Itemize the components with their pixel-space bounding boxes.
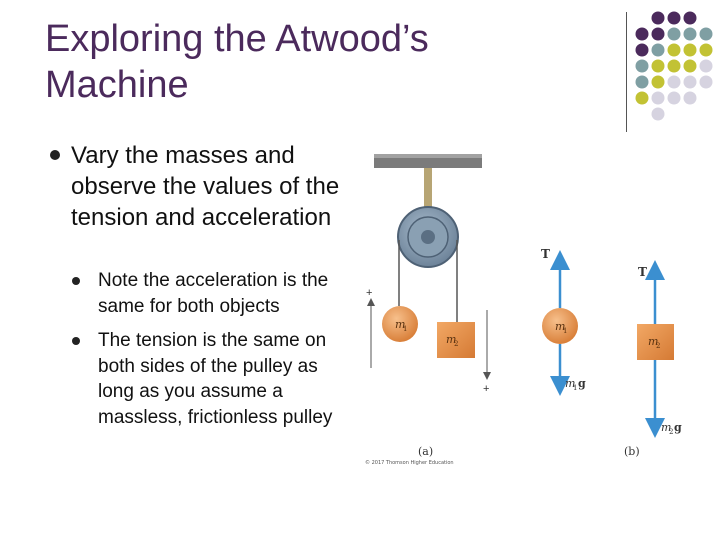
decorative-dot bbox=[651, 107, 665, 121]
decorative-dot bbox=[683, 43, 697, 57]
decorative-dot bbox=[667, 11, 681, 25]
title-line-2: Machine bbox=[45, 64, 189, 106]
pulley-icon bbox=[397, 206, 459, 268]
decorative-dot bbox=[699, 59, 713, 73]
sub-bullet-1-text: Note the acceleration is the same for bo… bbox=[98, 270, 329, 317]
tension-label-1: T bbox=[541, 247, 550, 261]
decorative-dot bbox=[635, 43, 649, 57]
decorative-dot bbox=[651, 11, 665, 25]
weight-1-g: g bbox=[578, 377, 586, 390]
plus-sign-left: + bbox=[366, 287, 372, 299]
copyright-text: © 2017 Thomson Higher Education bbox=[365, 459, 454, 466]
mass-1-ball-fbd bbox=[542, 308, 578, 344]
weight-2-label: m bbox=[661, 421, 671, 434]
weight-1-sub: 1 bbox=[573, 384, 577, 392]
decorative-dot bbox=[699, 27, 713, 41]
mass-1-label: m bbox=[395, 318, 405, 331]
main-bullet-text: Vary the masses and observe the values o… bbox=[71, 142, 340, 231]
pulley-support bbox=[424, 168, 432, 208]
title-divider-line bbox=[626, 12, 627, 132]
weight-1-label: m bbox=[565, 377, 575, 390]
mass-2-sub: 2 bbox=[454, 340, 458, 348]
decorative-dot bbox=[699, 43, 713, 57]
decorative-dot bbox=[683, 59, 697, 73]
mass-2-fbd-sub: 2 bbox=[656, 342, 660, 350]
part-a-label: (a) bbox=[418, 445, 433, 458]
decorative-dot bbox=[635, 59, 649, 73]
decorative-dot-grid bbox=[635, 11, 713, 121]
mass-2-label: m bbox=[446, 333, 456, 346]
page-title: Exploring the Atwood’s Machine bbox=[45, 16, 605, 108]
decorative-dot bbox=[667, 43, 681, 57]
decorative-dot bbox=[651, 27, 665, 41]
weight-2-sub: 2 bbox=[669, 428, 673, 436]
plus-sign-right: + bbox=[483, 383, 489, 395]
mass-2-box bbox=[437, 322, 475, 358]
part-b-label: (b) bbox=[624, 445, 640, 458]
decorative-dot bbox=[667, 59, 681, 73]
bullet-icon bbox=[50, 150, 60, 160]
decorative-dot bbox=[651, 91, 665, 105]
mass-1-ball bbox=[382, 306, 418, 342]
decorative-dot bbox=[667, 27, 681, 41]
mass-2-box-fbd bbox=[637, 324, 674, 360]
mass-1-sub: 1 bbox=[403, 325, 407, 333]
sub-bullet-2-text: The tension is the same on both sides of… bbox=[98, 330, 333, 428]
decorative-dot bbox=[683, 91, 697, 105]
title-line-1: Exploring the Atwood’s bbox=[45, 18, 429, 60]
bullet-icon bbox=[72, 337, 80, 345]
mass-1-fbd-label: m bbox=[555, 320, 565, 333]
decorative-dot bbox=[683, 11, 697, 25]
decorative-dot bbox=[651, 43, 665, 57]
decorative-dot bbox=[667, 91, 681, 105]
decorative-dot bbox=[651, 75, 665, 89]
weight-2-g: g bbox=[674, 421, 682, 434]
decorative-dot bbox=[683, 75, 697, 89]
decorative-dot bbox=[651, 59, 665, 73]
mass-2-fbd-label: m bbox=[648, 335, 658, 348]
tension-label-2: T bbox=[638, 265, 647, 279]
decorative-dot bbox=[635, 75, 649, 89]
atwood-machine-figure: m 1 m 2 + + (a) © 2017 Thomson Higher Ed… bbox=[365, 154, 682, 466]
decorative-dot bbox=[667, 75, 681, 89]
decorative-dot bbox=[635, 27, 649, 41]
decorative-dot bbox=[683, 27, 697, 41]
decorative-dot bbox=[699, 75, 713, 89]
mass-1-fbd-sub: 1 bbox=[563, 327, 567, 335]
decorative-dot bbox=[635, 91, 649, 105]
bullet-icon bbox=[72, 277, 80, 285]
